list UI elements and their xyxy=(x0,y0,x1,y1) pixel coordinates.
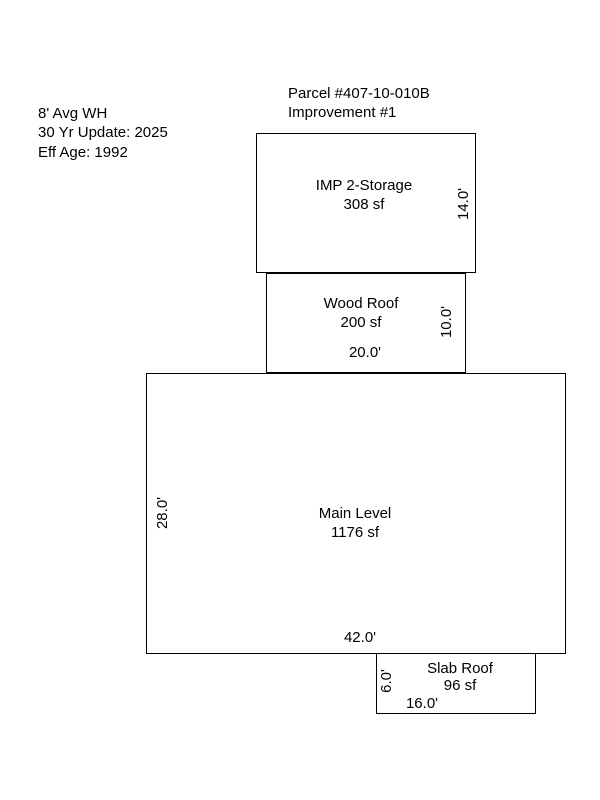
main-level-width-dim: 42.0' xyxy=(343,629,377,646)
main-level-area xyxy=(146,373,566,654)
storage-sqft: 308 sf xyxy=(343,196,385,213)
main-level-sqft: 1176 sf xyxy=(330,524,380,541)
storage-name: IMP 2-Storage xyxy=(315,177,413,194)
parcel-number: Parcel #407-10-010B xyxy=(288,85,430,102)
slab-roof-area xyxy=(376,653,536,714)
slab-roof-depth-dim: 6.0' xyxy=(378,669,395,693)
wood-roof-sqft: 200 sf xyxy=(340,314,382,331)
main-level-depth-dim: 28.0' xyxy=(154,496,171,530)
slab-roof-name: Slab Roof xyxy=(427,660,493,677)
storage-depth-dim: 14.0' xyxy=(455,187,472,221)
wood-roof-name: Wood Roof xyxy=(323,295,399,312)
storage-label: IMP 2-Storage 308 sf xyxy=(316,176,412,214)
slab-roof-label: Slab Roof 96 sf xyxy=(427,660,493,694)
slab-roof-sqft: 96 sf xyxy=(443,677,477,694)
avg-wall-height: 8' Avg WH xyxy=(38,105,108,122)
update-year: 30 Yr Update: 2025 xyxy=(38,124,168,141)
wood-roof-area xyxy=(266,273,466,373)
wood-roof-label: Wood Roof 200 sf xyxy=(324,294,399,332)
slab-roof-width-dim: 16.0' xyxy=(405,695,439,712)
wood-roof-width-dim: 20.0' xyxy=(348,344,382,361)
storage-area xyxy=(256,133,476,273)
main-level-name: Main Level xyxy=(318,505,392,522)
improvement-label: Improvement #1 xyxy=(288,104,397,121)
wood-roof-depth-dim: 10.0' xyxy=(438,305,455,339)
main-level-label: Main Level 1176 sf xyxy=(319,504,392,542)
effective-age: Eff Age: 1992 xyxy=(38,144,128,161)
